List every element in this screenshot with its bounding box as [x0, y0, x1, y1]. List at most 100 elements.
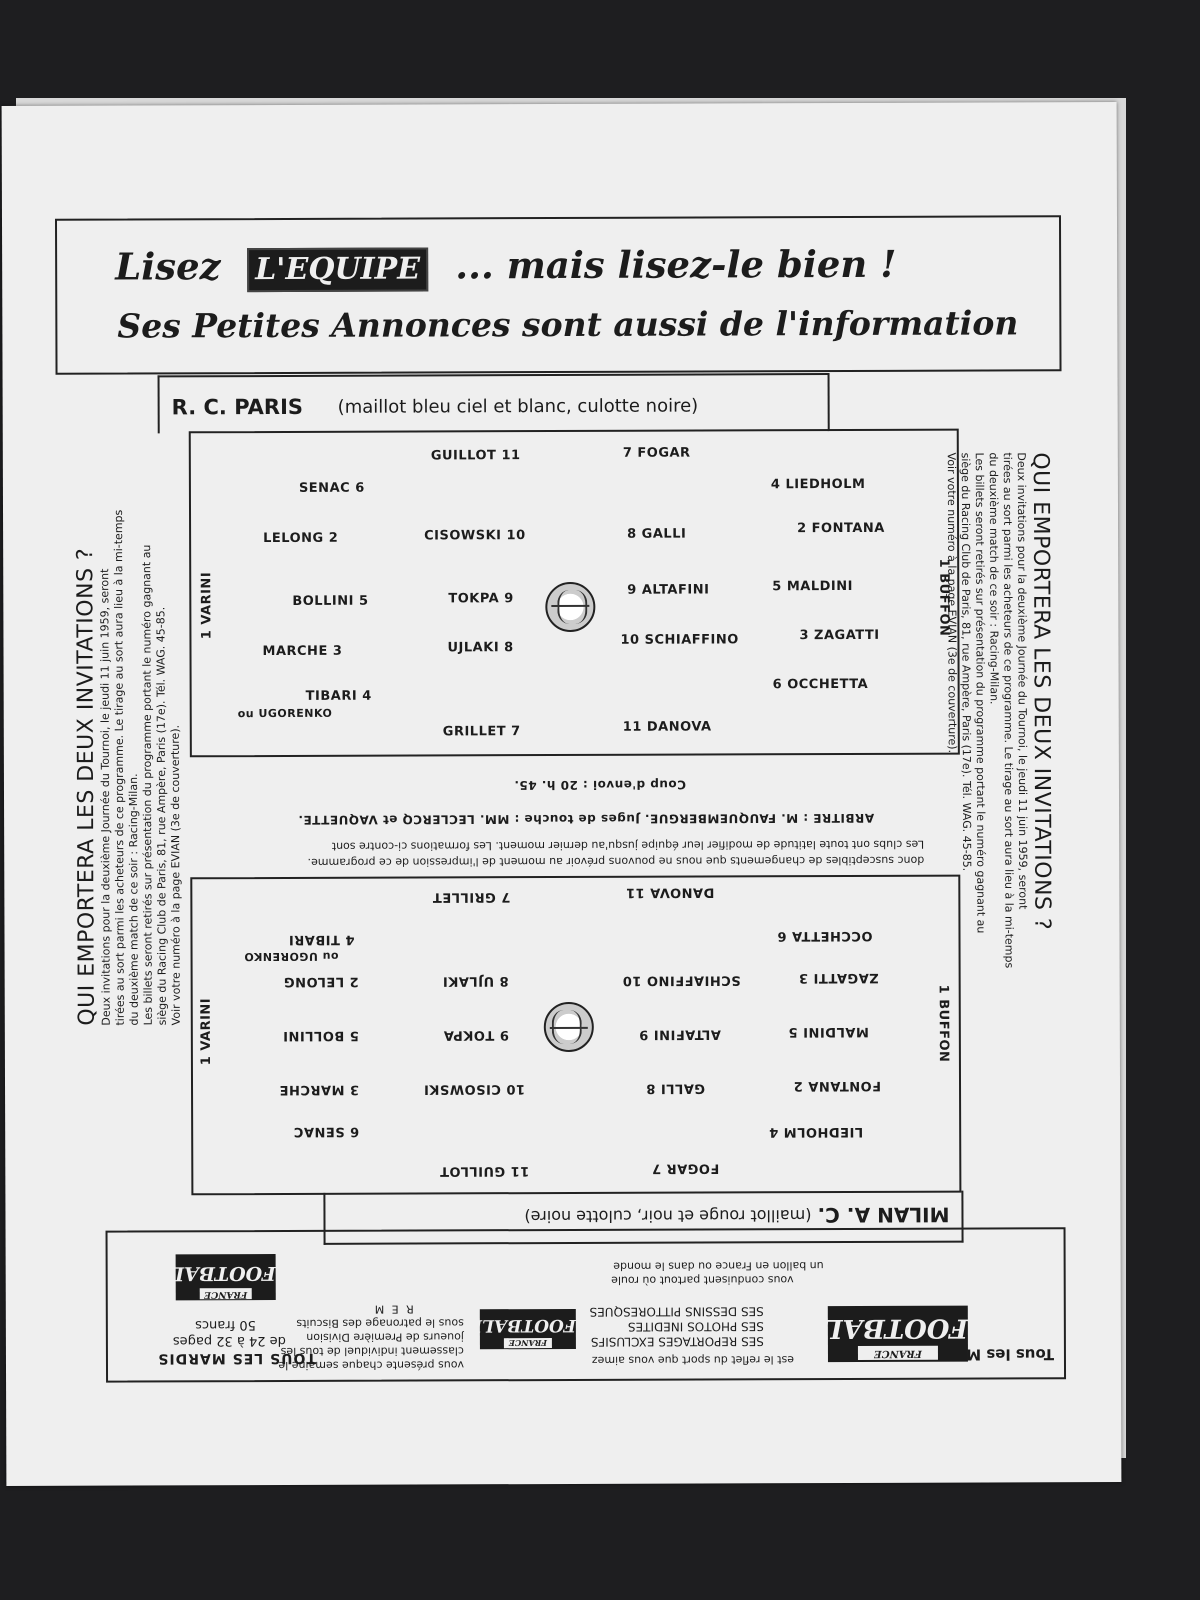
match-referee: ARBITRE : M. FAUQUEMBERGUE. Juges de tou…	[297, 810, 875, 827]
flipped-player-occhetta: OCCHETTA 6	[776, 927, 873, 944]
flipped-player-maldini: MALDINI 5	[788, 1023, 869, 1040]
ff-prix: 50 francs	[195, 1317, 256, 1333]
home-team-header: R. C. PARIS (maillot bleu ciel et blanc,…	[157, 373, 830, 434]
ff-logo-france: FRANCE	[857, 1345, 938, 1360]
player-senac: SENAC 6	[298, 480, 365, 496]
flipped-player-grillet: 7 GRILLET	[432, 889, 511, 905]
lequipe-logo: L'EQUIPE	[247, 247, 429, 293]
flipped-player-fogar: FOGAR 7	[651, 1160, 720, 1176]
ff-feature-dessins: SES DESSINS PITTORESQUES	[589, 1304, 764, 1319]
ff-ballon-1: vous conduisent partout où roule	[611, 1273, 794, 1287]
flipped-home-keeper: 1 VARINI	[198, 997, 214, 1066]
player-fontana: 2 FONTANA	[797, 520, 885, 537]
player-fogar: 7 FOGAR	[622, 445, 691, 461]
ff-mardis-caps: TOUS LES MARDIS	[157, 1349, 316, 1367]
flipped-player-cisowski: 10 CISOWSKI	[423, 1081, 526, 1097]
ff-feature-photos: SES PHOTOS INEDITES	[627, 1319, 764, 1334]
away-team-name: MILAN A. C.	[817, 1202, 950, 1228]
player-altafini: 9 ALTAFINI	[627, 582, 710, 598]
away-team-kit: (maillot rouge et noir, culotte noire)	[524, 1206, 812, 1227]
contest-right-line-1: Deux invitations pour la deuxième Journé…	[1014, 452, 1030, 910]
ad-lisez: Lisez	[115, 244, 221, 289]
flipped-player-tokpa: 9 TOKPA	[443, 1027, 509, 1043]
ad-tagline: ... mais lisez-le bien !	[455, 241, 897, 288]
ff-reflet: est le reflet du sport que vous aimez	[591, 1353, 794, 1367]
flipped-player-tibari: 4 TIBARI	[288, 931, 355, 947]
match-info-block: donc susceptibles de changements que nou…	[204, 763, 934, 874]
flipped-player-galli: GALLI 8	[645, 1080, 706, 1096]
flipped-away-keeper: 1 BUFFON	[935, 984, 951, 1063]
ff-classement-3: joueurs de Première Division	[306, 1330, 464, 1344]
flipped-player-ugorenko: ou UGORENKO	[243, 949, 339, 964]
player-guillot: GUILLOT 11	[430, 448, 521, 464]
upper-lineup-pitch: 1 VARINI 1 BUFFON GUILLOT 11 SENAC 6 LEL…	[188, 428, 960, 758]
ff-logo-right-football: FOOTBALL	[157, 1262, 276, 1285]
ff-logo-small-france: FRANCE	[503, 1338, 552, 1349]
contest-left-line-4: Les billets seront retirés sur présentat…	[140, 544, 155, 1026]
ff-classement-rem: R E M	[372, 1302, 414, 1316]
flipped-player-schiaffino: SCHIAFFINO 10	[622, 972, 741, 988]
lower-lineup-pitch: 1 BUFFON 1 VARINI FOGAR 7 LIEDHOLM 4 FON…	[190, 874, 962, 1196]
flipped-player-senac: 6 SENAC	[293, 1123, 360, 1139]
ff-ballon-2: un ballon en France ou dans le monde	[613, 1259, 824, 1273]
france-football-logo-right: FRANCE FOOTBALL	[157, 1254, 276, 1301]
contest-right: QUI EMPORTERA LES DEUX INVITATIONS ? Deu…	[944, 452, 1055, 968]
player-tibari: TIBARI 4	[305, 688, 372, 704]
home-team-name: R. C. PARIS	[171, 394, 304, 420]
contest-right-line-3: du deuxième match de ce soir : Racing-Mi…	[986, 452, 1001, 705]
player-tokpa: TOKPA 9	[448, 591, 514, 607]
flipped-player-marche: 3 MARCHE	[279, 1081, 360, 1097]
player-marche: MARCHE 3	[262, 643, 343, 660]
france-football-advert: Tous les Mardis FRANCE FOOTBALL est le r…	[105, 1227, 1067, 1383]
lineup-note-2: donc susceptibles de changements que nou…	[307, 853, 925, 869]
contest-left-title: QUI EMPORTERA LES DEUX INVITATIONS ?	[73, 547, 100, 1026]
player-liedholm: 4 LIEDHOLM	[770, 476, 866, 493]
player-occhetta: 6 OCCHETTA	[772, 676, 869, 693]
player-schiaffino: 10 SCHIAFFINO	[620, 632, 739, 648]
lineup-note-1: Les clubs ont toute latitude de modifier…	[331, 837, 925, 853]
flipped-player-ujlaki: 8 UJLAKI	[442, 973, 509, 989]
player-maldini: 5 MALDINI	[772, 578, 854, 595]
ff-logo-small-football: FOOTBALL	[470, 1314, 576, 1336]
football-icon-flipped	[543, 1001, 594, 1053]
player-danova: 11 DANOVA	[622, 719, 712, 735]
contest-left-line-2: tirées au sort parmi les acheteurs de ce…	[112, 509, 127, 1026]
player-galli: 8 GALLI	[627, 526, 687, 542]
player-cisowski: CISOWSKI 10	[424, 528, 526, 544]
football-icon	[545, 581, 596, 633]
player-zagatti: 3 ZAGATTI	[799, 627, 880, 644]
player-ugorenko: ou UGORENKO	[237, 706, 333, 721]
player-grillet: GRILLET 7	[442, 724, 521, 740]
contest-left-line-6: Voir votre numéro à la page EVIAN (3e de…	[168, 724, 183, 1026]
ff-pages: de 24 à 32 pages	[172, 1332, 286, 1349]
france-football-logo: FRANCE FOOTBALL	[805, 1305, 968, 1363]
flipped-player-liedholm: LIEDHOLM 4	[768, 1123, 864, 1140]
player-ujlaki: UJLAKI 8	[447, 640, 514, 656]
contest-right-line-5: siège du Racing Club de Paris, 81, rue A…	[958, 452, 974, 872]
contest-right-title: QUI EMPORTERA LES DEUX INVITATIONS ?	[1027, 452, 1055, 931]
player-lelong: LELONG 2	[263, 530, 339, 547]
flipped-player-bollini: 5 BOLLINI	[282, 1027, 359, 1043]
ff-logo-right-france: FRANCE	[199, 1288, 252, 1300]
ad-petites-annonces: Ses Petites Annonces sont aussi de l'inf…	[117, 303, 1019, 346]
flipped-player-lelong: 2 LELONG	[283, 973, 359, 989]
program-page: Lisez L'EQUIPE ... mais lisez-le bien ! …	[1, 102, 1122, 1486]
ff-feature-reportages: SES REPORTAGES EXCLUSIFS	[590, 1334, 764, 1349]
contest-left: QUI EMPORTERA LES DEUX INVITATIONS ? Deu…	[73, 510, 184, 1026]
ff-features: SES REPORTAGES EXCLUSIFS SES PHOTOS INED…	[589, 1303, 764, 1349]
contest-right-line-2: tirées au sort parmi les acheteurs de ce…	[1000, 452, 1016, 969]
home-team-kit: (maillot bleu ciel et blanc, culotte noi…	[337, 395, 699, 418]
flipped-player-fontana: FONTANA 2	[793, 1077, 882, 1094]
ff-logo-football: FOOTBALL	[805, 1312, 968, 1344]
flipped-player-guillot: 11 GUILLOT	[439, 1163, 530, 1179]
ff-classement-4: sous le patronage des Biscuits	[296, 1316, 464, 1330]
france-football-logo-small: FRANCE FOOTBALL	[470, 1308, 576, 1350]
contest-right-line-6: Voir votre numéro à la page EVIAN (3e de…	[944, 452, 959, 754]
home-keeper: 1 VARINI	[199, 571, 215, 640]
match-kickoff: Coup d'envoi : 20 h. 45.	[513, 777, 686, 793]
flipped-player-danova: DANOVA 11	[625, 884, 715, 900]
flipped-player-altafini: ALTAFINI 9	[638, 1026, 721, 1042]
flipped-player-zagatti: ZAGATTI 3	[798, 969, 879, 986]
player-bollini: BOLLINI 5	[292, 593, 369, 609]
lequipe-advert: Lisez L'EQUIPE ... mais lisez-le bien ! …	[54, 215, 1062, 375]
